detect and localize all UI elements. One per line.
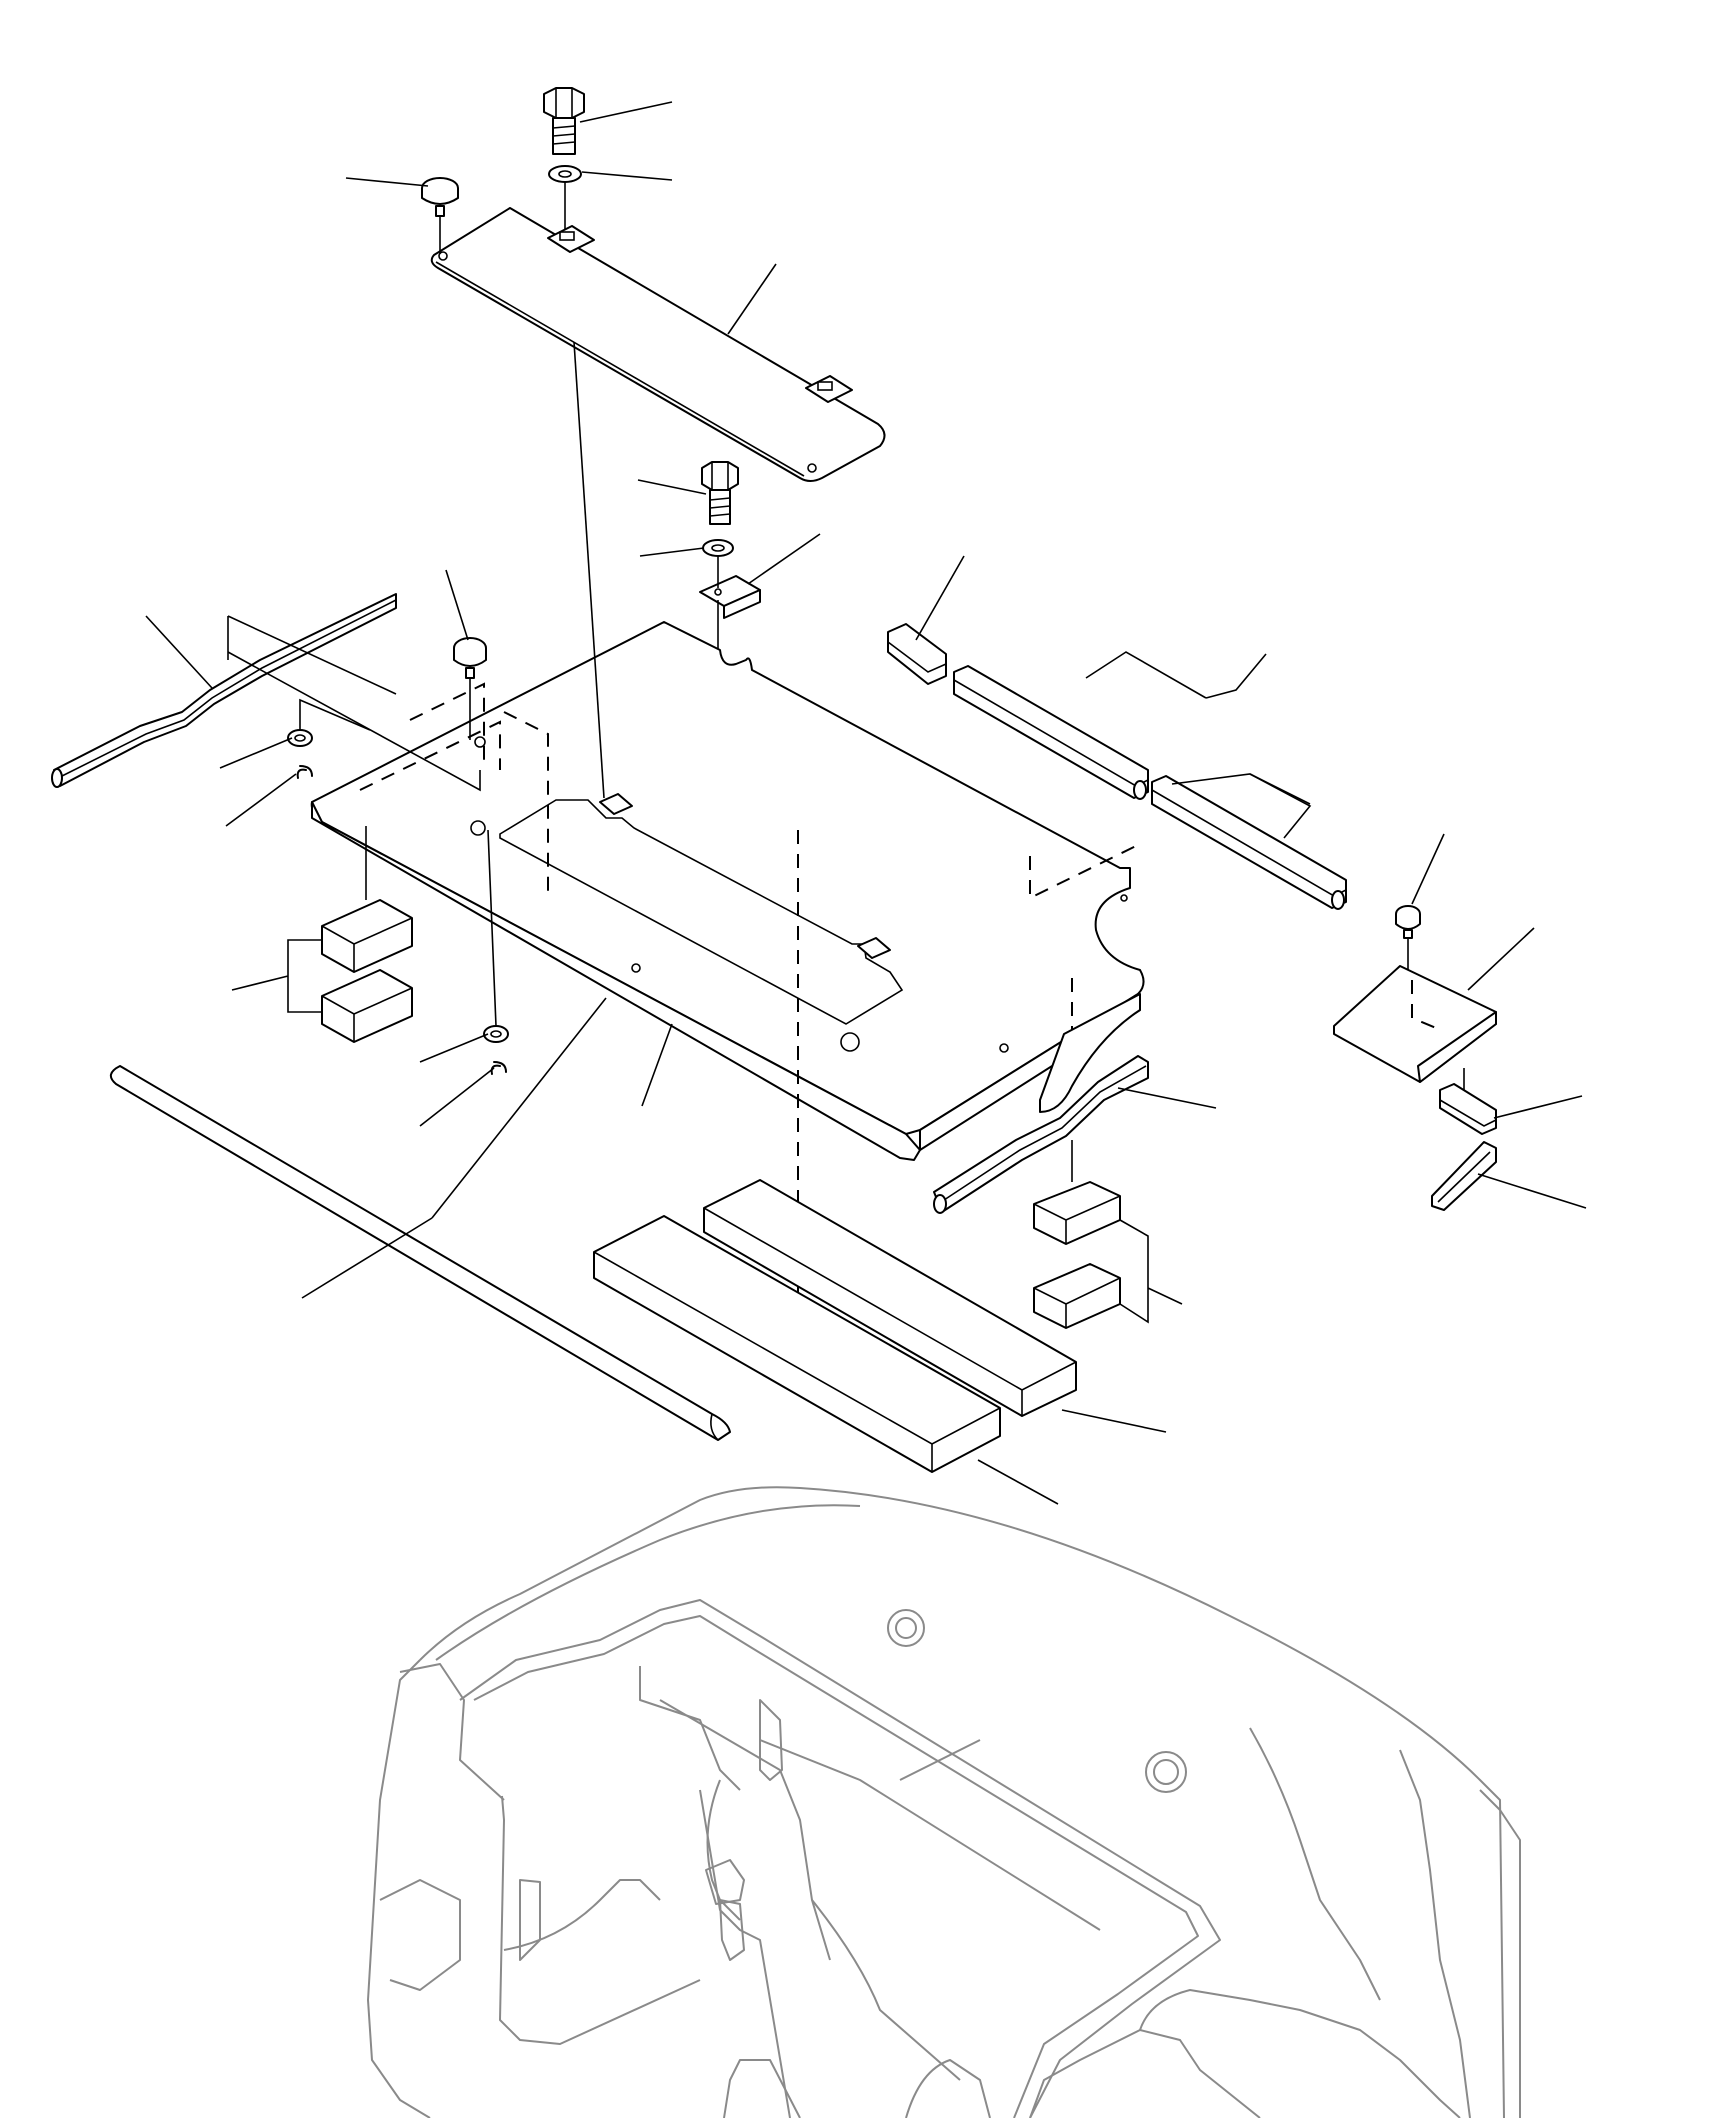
- leader-lines: [145, 101, 1587, 1505]
- short-rubber-strip: [887, 623, 947, 685]
- long-hose: [109, 1065, 731, 1441]
- flat-washer: [548, 165, 582, 183]
- hinge-bracket: [857, 937, 891, 959]
- side-seal-strip: [933, 1055, 1149, 1214]
- hinge-bracket: [547, 225, 595, 253]
- side-seal-strip: [1151, 775, 1347, 910]
- sponge-block: [321, 899, 413, 973]
- side-seal-strip: [51, 593, 397, 788]
- snap-ring: [296, 765, 313, 779]
- snap-ring: [490, 1061, 507, 1075]
- main-cover-plate: [310, 621, 1145, 1161]
- short-rubber-strip: [1431, 1141, 1497, 1211]
- long-pad: [593, 1215, 1001, 1473]
- top-cover-plate: [430, 207, 886, 482]
- flat-washer: [702, 539, 734, 557]
- sponge-block: [321, 969, 413, 1043]
- hex-bolt: [543, 87, 585, 155]
- long-pad: [703, 1179, 1077, 1417]
- hex-bolt: [701, 461, 739, 525]
- small-cover-plate: [1333, 965, 1497, 1083]
- hinge-bracket: [599, 793, 633, 815]
- rubber-cap: [421, 177, 459, 217]
- hinge-bracket: [805, 375, 853, 403]
- sponge-block: [1033, 1181, 1121, 1245]
- counterweight-housing: [367, 1486, 1521, 2118]
- short-rubber-strip: [1439, 1083, 1497, 1135]
- rubber-cap: [1395, 905, 1421, 939]
- sponge-block: [1033, 1263, 1121, 1329]
- side-seal-strip: [953, 665, 1149, 800]
- rubber-cap: [453, 637, 487, 679]
- angle-bracket: [699, 575, 761, 619]
